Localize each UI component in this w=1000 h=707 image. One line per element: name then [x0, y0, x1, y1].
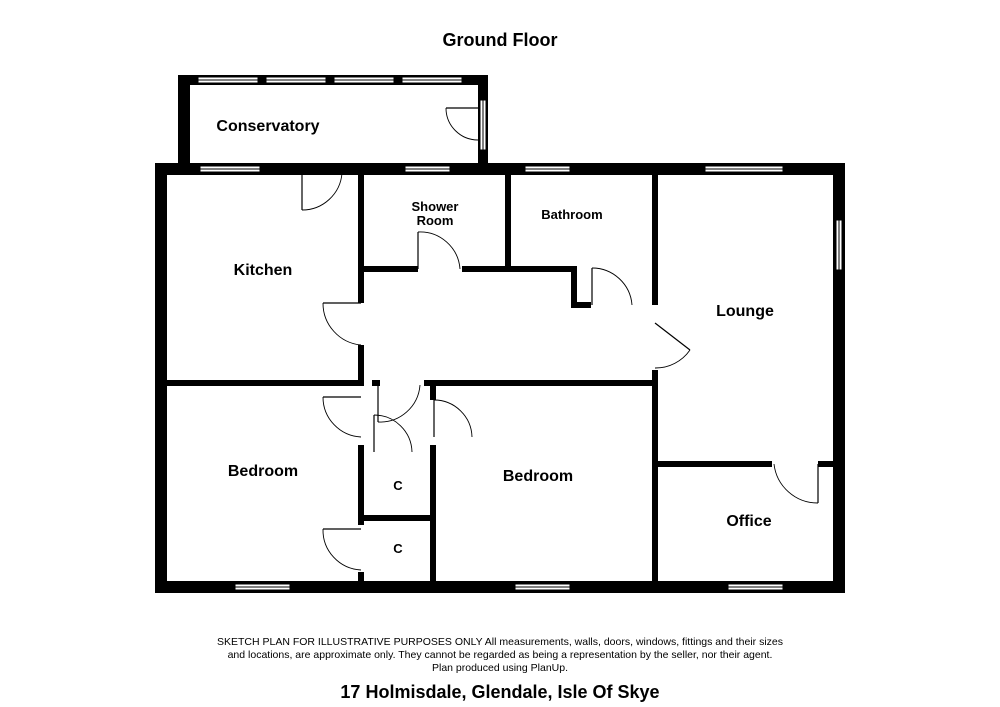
- room-label-conservatory: Conservatory: [216, 118, 319, 135]
- lounge-west-wall: [652, 175, 658, 305]
- conservatory-north-wall: [178, 75, 488, 85]
- disclaimer-line: Plan produced using PlanUp.: [431, 662, 568, 674]
- door: [773, 463, 819, 504]
- hall-south-wall: [424, 380, 658, 386]
- door: [445, 107, 479, 141]
- room-label-cupboard-upper: C: [393, 478, 403, 493]
- lounge-west-wall-lower: [652, 370, 658, 585]
- door: [433, 399, 473, 438]
- window: [234, 583, 291, 591]
- window: [265, 76, 327, 84]
- shower-bathroom-divider: [505, 175, 511, 270]
- room-label-lounge: Lounge: [716, 303, 774, 320]
- cupboard-lower-stub: [358, 572, 364, 584]
- kitchen-south-wall: [165, 380, 364, 386]
- door: [654, 322, 691, 369]
- room-label-bedroom-left: Bedroom: [228, 463, 298, 480]
- exterior-walls: [155, 75, 845, 593]
- door: [377, 384, 421, 423]
- doors: [301, 107, 819, 571]
- conservatory-west-wall: [178, 75, 190, 173]
- windows: [197, 76, 843, 591]
- room-label-kitchen: Kitchen: [234, 262, 293, 279]
- room-label-office: Office: [726, 513, 771, 530]
- window: [835, 219, 843, 271]
- kitchen-east-wall: [358, 175, 364, 303]
- window: [727, 583, 784, 591]
- window: [704, 165, 784, 173]
- door: [322, 528, 362, 571]
- door: [373, 414, 413, 453]
- room-labels: Conservatory Kitchen Shower Room Bathroo…: [216, 118, 774, 556]
- bedroom-right-west-stub: [430, 380, 436, 400]
- office-north-wall: [652, 461, 772, 467]
- cupboard-east-wall: [430, 445, 436, 583]
- window: [524, 165, 571, 173]
- hall-wall-stub: [372, 380, 380, 386]
- room-label-bathroom: Bathroom: [541, 207, 602, 222]
- main-west-wall: [155, 163, 167, 593]
- property-address: 17 Holmisdale, Glendale, Isle Of Skye: [340, 682, 660, 702]
- window: [479, 99, 487, 151]
- disclaimer: SKETCH PLAN FOR ILLUSTRATIVE PURPOSES ON…: [150, 636, 850, 675]
- window: [401, 76, 463, 84]
- interior-walls: [165, 175, 838, 585]
- plan-title: Ground Floor: [442, 30, 558, 50]
- door: [322, 302, 362, 346]
- window: [199, 165, 261, 173]
- bathroom-jog-foot: [571, 302, 591, 308]
- main-south-wall: [155, 581, 845, 593]
- door: [591, 267, 633, 306]
- window: [333, 76, 395, 84]
- window: [514, 583, 571, 591]
- cupboard-west-wall: [358, 445, 364, 525]
- window: [404, 165, 451, 173]
- disclaimer-line: and locations, are approximate only. The…: [227, 649, 773, 661]
- window: [197, 76, 259, 84]
- door: [322, 396, 362, 438]
- kitchen-east-wall-lower: [358, 345, 364, 380]
- office-north-wall-stub: [818, 461, 838, 467]
- room-label-shower-room-line1: Shower: [412, 199, 459, 214]
- bathroom-jog: [571, 266, 577, 308]
- shower-room-south-wall: [358, 266, 418, 272]
- room-label-bedroom-right: Bedroom: [503, 468, 573, 485]
- room-label-shower-room-line2: Room: [417, 213, 454, 228]
- bathroom-south-wall: [462, 266, 577, 272]
- cupboard-divider: [358, 515, 435, 521]
- main-north-wall: [155, 163, 845, 175]
- door: [301, 172, 343, 211]
- door: [417, 231, 461, 270]
- disclaimer-line: SKETCH PLAN FOR ILLUSTRATIVE PURPOSES ON…: [216, 636, 784, 648]
- room-label-cupboard-lower: C: [393, 541, 403, 556]
